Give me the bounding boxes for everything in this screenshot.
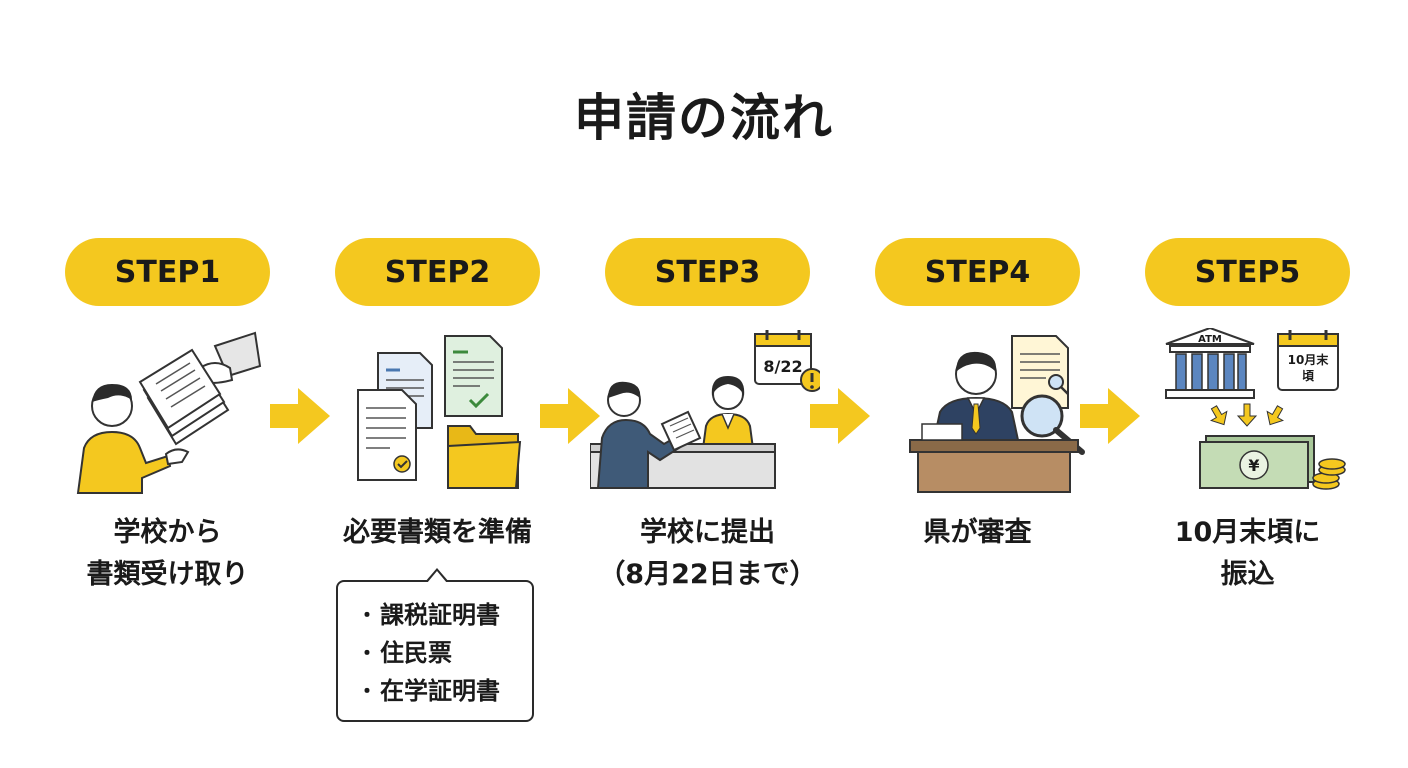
calendar-text-line: 10月末 — [1288, 352, 1330, 367]
calendar-date: 8/22 — [763, 357, 802, 376]
bank-transfer-icon: ATM 10月末 頃 ¥ — [1165, 328, 1346, 490]
required-documents-list: ・課税証明書 ・住民票 ・在学証明書 — [354, 596, 532, 710]
documents-and-folder-icon — [357, 335, 522, 489]
arrow-right-icon — [540, 388, 600, 444]
hand-over-documents-icon — [76, 331, 262, 494]
arrow-right-icon — [1080, 388, 1140, 444]
step-5-caption: 10月末頃に 振込 — [1115, 512, 1380, 596]
required-documents-callout: ・課税証明書 ・住民票 ・在学証明書 — [336, 568, 534, 722]
step-4-badge: STEP4 — [875, 238, 1080, 306]
step-1: STEP1 学校から 書類受け取り — [0, 0, 270, 768]
document-name: 住民票 — [380, 639, 452, 667]
step-2-badge: STEP2 — [335, 238, 540, 306]
page-title: 申請の流れ — [574, 89, 834, 147]
list-item: ・課税証明書 — [354, 596, 532, 634]
atm-label: ATM — [1198, 334, 1222, 345]
calendar-text-line: 頃 — [1302, 369, 1315, 383]
step-3: STEP3 8/22 学校に提出 （8月22日まで） — [540, 0, 820, 768]
caption-line: 必要書類を準備 — [343, 517, 532, 548]
document-name: 課税証明書 — [380, 601, 500, 629]
caption-line: 書類受け取り — [86, 559, 249, 590]
bullet: ・ — [357, 641, 377, 665]
calendar-icon: 8/22 — [754, 330, 820, 392]
arrow-right-icon — [810, 388, 870, 444]
step-3-badge: STEP3 — [605, 238, 810, 306]
step-5: STEP5 ATM 10月末 頃 — [1080, 0, 1350, 768]
caption-line: 振込 — [1220, 559, 1275, 590]
calendar-icon: 10月末 頃 — [1277, 330, 1339, 391]
list-item: ・住民票 — [354, 634, 532, 672]
yen-symbol: ¥ — [1248, 456, 1259, 475]
bullet: ・ — [357, 679, 377, 703]
step-4-caption: 県が審査 — [845, 512, 1110, 554]
step-2-caption: 必要書類を準備 — [305, 512, 570, 554]
caption-line: 学校から — [113, 517, 222, 548]
callout-pointer-fill — [427, 571, 447, 583]
list-item: ・在学証明書 — [354, 672, 532, 710]
step-4: STEP4 県が審査 — [810, 0, 1085, 768]
step-5-badge: STEP5 — [1145, 238, 1350, 306]
step-1-caption: 学校から 書類受け取り — [35, 512, 300, 596]
caption-line: 学校に提出 — [640, 517, 775, 548]
step-1-badge: STEP1 — [65, 238, 270, 306]
step-3-caption: 学校に提出 （8月22日まで） — [575, 512, 840, 596]
document-name: 在学証明書 — [380, 677, 500, 705]
step-2: STEP2 必要書類を準備 — [270, 0, 540, 768]
submission-counter-icon: 8/22 — [590, 330, 820, 489]
caption-line: 10月末頃に — [1174, 517, 1321, 548]
official-review-icon — [909, 335, 1085, 493]
bullet: ・ — [357, 603, 377, 627]
caption-line: （8月22日まで） — [598, 559, 817, 590]
arrow-right-icon — [270, 388, 330, 444]
caption-line: 県が審査 — [923, 517, 1032, 548]
bank-icon: ATM — [1165, 328, 1255, 399]
